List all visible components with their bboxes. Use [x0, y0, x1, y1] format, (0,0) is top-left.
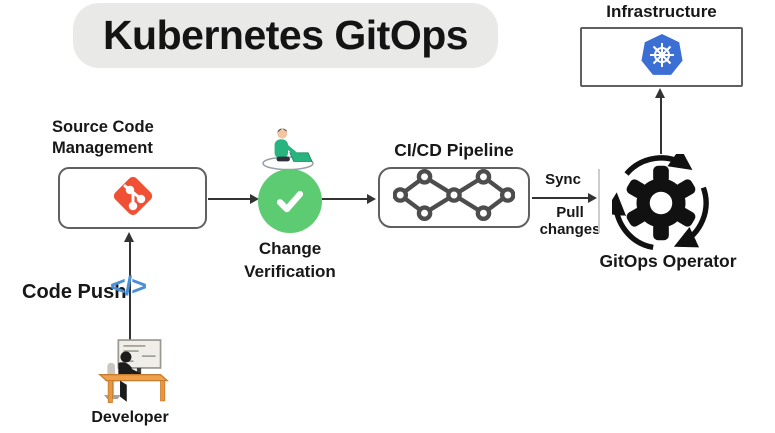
arrowhead-operator-to-infrastructure-icon	[655, 88, 665, 98]
kubernetes-icon	[637, 30, 687, 85]
arrowhead-developer-to-scm-icon	[124, 232, 134, 242]
change-verification-label: Change Verification	[232, 237, 348, 283]
git-icon	[108, 171, 158, 226]
cv-label-line2: Verification	[244, 262, 336, 281]
vertical-divider	[598, 169, 600, 233]
cv-label-line1: Change	[258, 239, 322, 258]
developer-label: Developer	[91, 409, 169, 426]
arrow-operator-to-infrastructure	[660, 97, 662, 154]
page-title: Kubernetes GitOps	[102, 12, 469, 58]
scm-label: Source Code Management	[52, 117, 182, 159]
reviewer-illustration-icon	[259, 125, 317, 171]
cicd-label: CI/CD Pipeline	[394, 140, 514, 160]
scm-box	[58, 167, 207, 229]
gitops-operator-label: GitOps Operator	[599, 251, 737, 271]
infrastructure-box	[580, 27, 743, 87]
scm-label-line2: Management	[52, 139, 153, 157]
infrastructure-label: Infrastructure	[606, 2, 717, 21]
arrow-verification-to-cicd	[322, 198, 369, 200]
title-banner: Kubernetes GitOps	[73, 3, 498, 68]
code-brackets-icon: </>	[110, 271, 147, 301]
developer-illustration-icon	[93, 337, 169, 409]
code-push-label: Code Push	[22, 281, 127, 303]
sync-label: Sync	[545, 171, 581, 188]
check-circle-icon	[258, 169, 322, 233]
cicd-box	[378, 167, 530, 228]
arrowhead-verification-to-cicd-icon	[367, 194, 376, 204]
arrow-cicd-to-operator	[532, 197, 590, 199]
arrowhead-scm-to-verification-icon	[250, 194, 259, 204]
scm-label-line1: Source Code	[52, 118, 154, 136]
gitops-operator-icon	[603, 147, 710, 252]
pipeline-icon	[392, 169, 516, 226]
arrow-scm-to-verification	[208, 198, 252, 200]
pull-changes-label: Pull changes	[539, 204, 601, 238]
arrowhead-cicd-to-operator-icon	[588, 193, 597, 203]
arrow-developer-to-scm	[129, 241, 131, 340]
